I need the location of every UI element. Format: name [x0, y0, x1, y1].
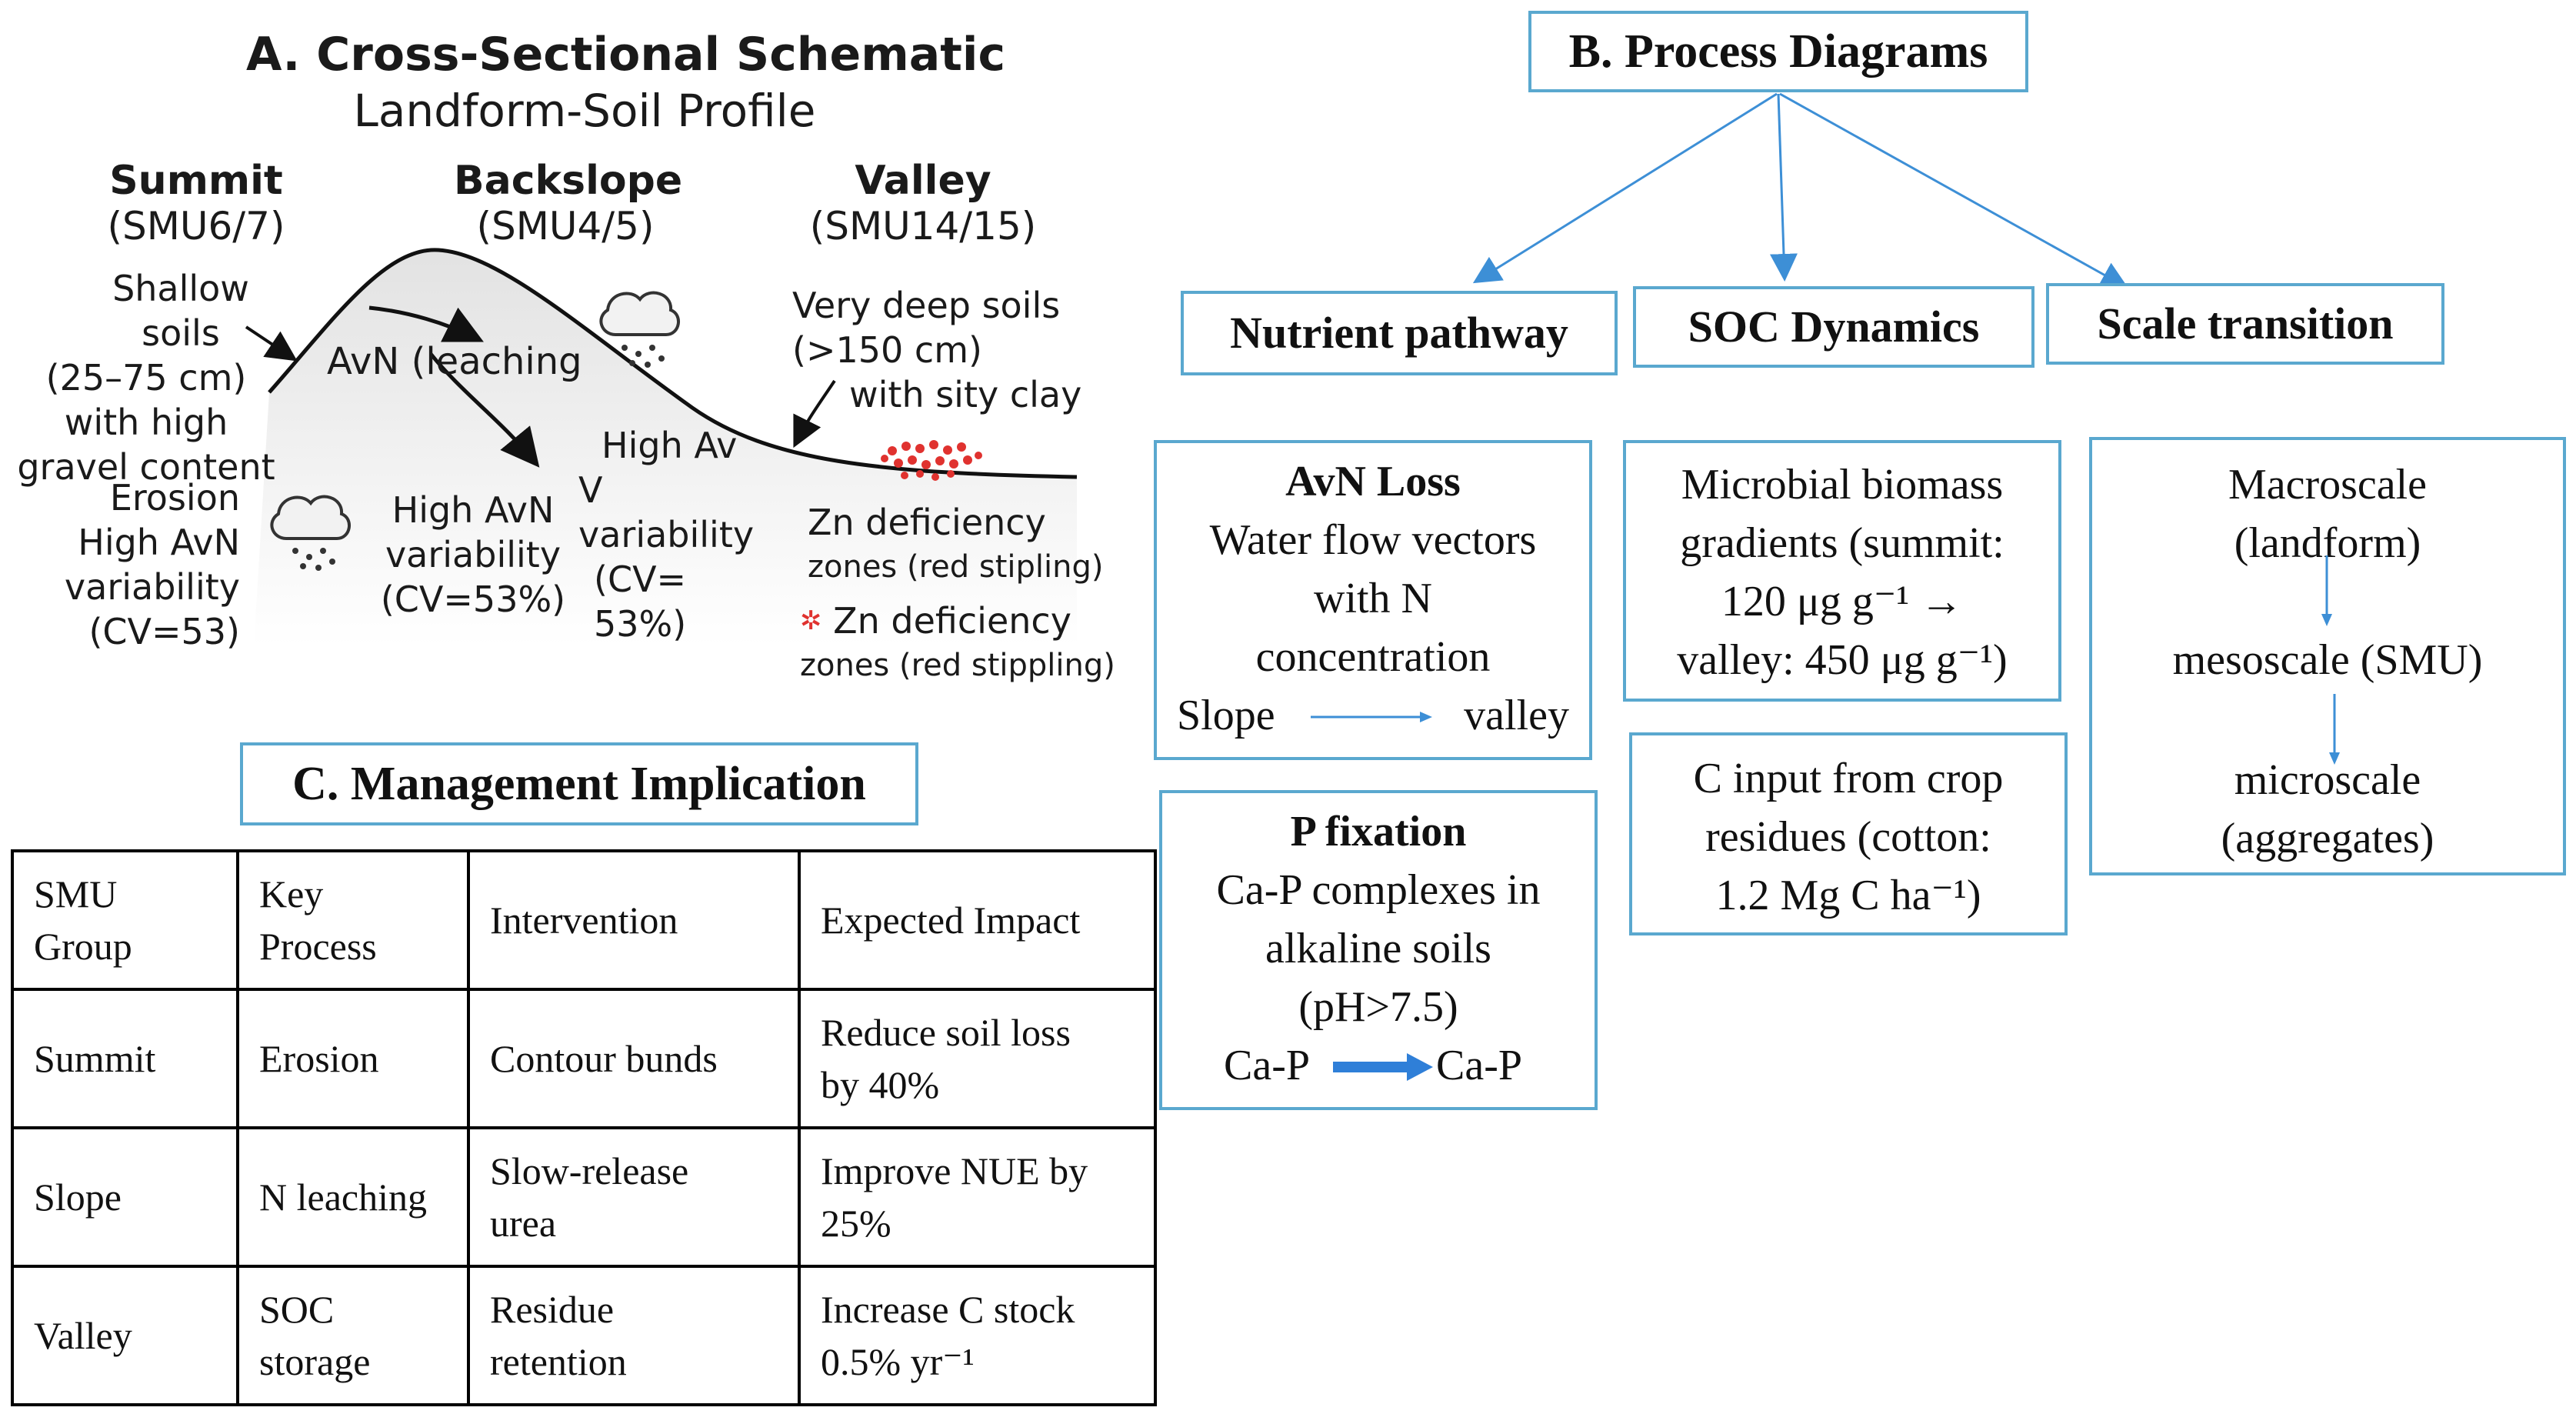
zn-deficiency-label-2: ✲ Zn deficiency zones (red stippling) [800, 600, 1115, 683]
microscale-label: microscale (aggregates) [2221, 756, 2434, 862]
leaching-label: AvN (leaching [327, 340, 582, 383]
category-scale-transition: Scale transition [2046, 283, 2444, 365]
summit-soil-arrow [245, 325, 298, 362]
microbial-biomass-box: Microbial biomass gradients (summit: 120… [1623, 440, 2061, 702]
erosion-label: Erosion High AvN variability (CV=53) [64, 477, 240, 652]
process-connector-arrows [1472, 92, 2129, 288]
red-stipple-cluster [881, 440, 982, 481]
scale-transition-box: Macroscale (landform) mesoscale (SMU) mi… [2089, 437, 2566, 875]
leaching-arrow-2 [429, 352, 540, 468]
zn-deficiency-label-1: Zn deficiency zones (red stipling) [808, 502, 1104, 585]
position-summit-code: (SMU6/7) [107, 204, 285, 248]
position-backslope: Backslope [454, 158, 683, 204]
mesoscale-label: mesoscale (SMU) [2172, 636, 2483, 684]
terrain-surface-line [268, 248, 1078, 479]
rain-cloud-icon [270, 495, 351, 571]
table-row: Summit Erosion Contour bunds Reduce soil… [11, 988, 1157, 1129]
p-fixation-box: P fixation Ca-P complexes in alkaline so… [1159, 790, 1598, 1110]
backslope-variability-label: High AvN variability (CV=53%) [380, 489, 566, 620]
position-valley-code: (SMU14/15) [809, 204, 1037, 248]
flow-arrow-icon [1311, 712, 1432, 722]
position-backslope-code: (SMU4/5) [476, 204, 655, 248]
rain-cloud-icon [599, 291, 680, 368]
scale-arrow-icon [2329, 694, 2340, 765]
landform-profile-graphic [245, 248, 1078, 646]
section-c-title: C. Management Implication [240, 742, 918, 825]
section-b-title: B. Process Diagrams [1528, 11, 2028, 92]
avn-loss-box: AvN Loss Water flow vectors with N conce… [1154, 440, 1592, 760]
hill-shading [254, 249, 1077, 646]
c-input-box: C input from crop residues (cotton: 1.2 … [1629, 732, 2068, 935]
section-a-subtitle: Landform-Soil Profile [353, 85, 816, 137]
position-summit: Summit [109, 158, 283, 204]
high-av-label: High Av V variability (CV= 53%) [578, 425, 755, 645]
category-nutrient-pathway: Nutrient pathway [1181, 291, 1618, 375]
header-cell: Expected Impact [798, 849, 1157, 991]
fixation-arrow-icon [1333, 1053, 1433, 1081]
header-cell: Intervention [467, 849, 801, 991]
section-a-title: A. Cross-Sectional Schematic [246, 28, 1006, 82]
scale-arrow-icon [2321, 555, 2332, 626]
category-soc-dynamics: SOC Dynamics [1633, 286, 2034, 368]
valley-soils-label: Very deep soils (>150 cm) with sity clay [792, 285, 1082, 415]
summit-soils-label: Shallow soils (25–75 cm) with high grave… [17, 268, 275, 488]
valley-soil-arrow [793, 379, 836, 449]
leaching-arrow-1 [368, 305, 484, 342]
red-stipple-marker-icon: ✲ [800, 605, 822, 636]
position-valley: Valley [855, 158, 991, 204]
